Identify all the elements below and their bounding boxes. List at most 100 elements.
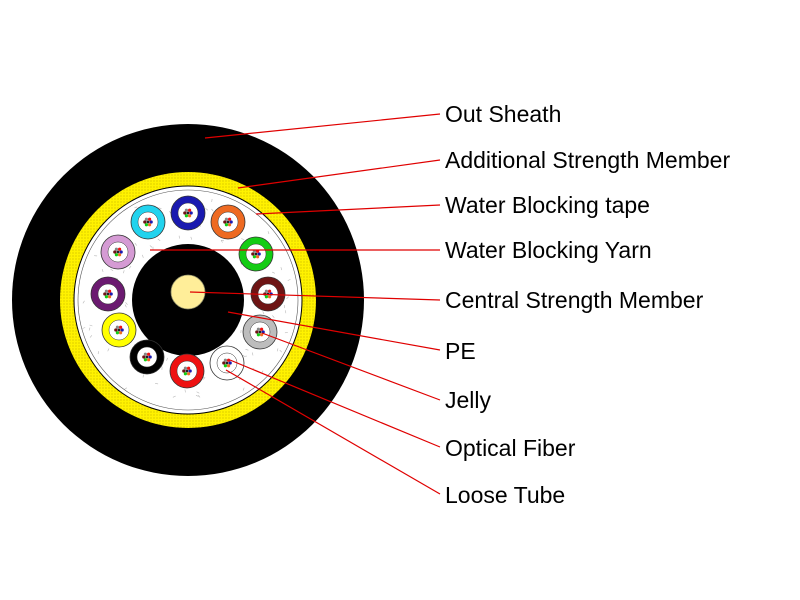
- optical-fiber: [144, 223, 148, 227]
- water-blocking-yarn-strand: [124, 387, 128, 390]
- optical-fiber: [225, 361, 229, 365]
- optical-fiber: [189, 211, 193, 215]
- optical-fiber: [228, 217, 232, 221]
- optical-fiber: [104, 295, 108, 299]
- water-blocking-yarn-strand: [128, 265, 132, 269]
- water-blocking-yarn-strand: [89, 335, 93, 338]
- water-blocking-yarn-strand: [134, 206, 138, 209]
- label-central-strength-member: Central Strength Member: [445, 287, 704, 313]
- leader-line-water-blocking-tape: [255, 204, 441, 215]
- water-blocking-yarn-strand: [110, 268, 114, 271]
- loose-tube-green: [238, 236, 274, 272]
- optical-fiber: [183, 211, 187, 215]
- water-blocking-yarn-strand: [115, 277, 119, 280]
- loose-tube-black: [129, 339, 165, 375]
- optical-fiber: [256, 333, 260, 337]
- optical-fiber: [223, 358, 227, 362]
- optical-fiber: [260, 333, 264, 337]
- water-blocking-yarn-strand: [195, 395, 199, 397]
- optical-fiber: [183, 372, 187, 376]
- water-blocking-yarn-strand: [245, 349, 249, 351]
- label-jelly: Jelly: [445, 387, 492, 413]
- optical-fiber: [254, 252, 258, 256]
- optical-fiber: [229, 220, 233, 224]
- optical-fiber: [145, 355, 149, 359]
- optical-fiber: [118, 247, 122, 251]
- optical-fiber: [227, 364, 231, 368]
- optical-fiber: [114, 247, 118, 251]
- loose-tube-rose: [100, 234, 136, 270]
- optical-fiber: [109, 292, 113, 296]
- water-blocking-yarn-strand: [251, 352, 254, 356]
- water-blocking-yarn-strand: [158, 207, 162, 209]
- optical-fiber: [146, 220, 150, 224]
- water-blocking-yarn-strand: [89, 324, 93, 327]
- water-blocking-yarn-strand: [286, 296, 289, 300]
- labels: Out Sheath Additional Strength Member Wa…: [445, 101, 730, 508]
- optical-fiber: [143, 352, 147, 356]
- water-blocking-yarn-strand: [134, 242, 137, 246]
- optical-fiber: [188, 208, 192, 212]
- optical-fiber: [186, 211, 190, 215]
- water-blocking-yarn-strand: [125, 302, 128, 305]
- loose-tube-orange: [210, 204, 246, 240]
- water-blocking-yarn-strand: [82, 300, 85, 304]
- optical-fiber: [228, 361, 232, 365]
- optical-fiber: [120, 328, 124, 332]
- optical-fiber: [268, 295, 272, 299]
- optical-fiber: [256, 255, 260, 259]
- water-blocking-yarn-strand: [205, 208, 209, 211]
- optical-fiber: [264, 295, 268, 299]
- label-water-blocking-tape: Water Blocking tape: [445, 192, 650, 218]
- optical-fiber: [226, 220, 230, 224]
- water-blocking-yarn-strand: [190, 236, 193, 240]
- water-blocking-yarn-strand: [82, 327, 86, 329]
- loose-tube-red: [169, 353, 205, 389]
- optical-fiber: [184, 208, 188, 212]
- optical-fiber: [104, 289, 108, 293]
- leader-line-out-sheath: [204, 113, 441, 139]
- water-blocking-yarn-strand: [107, 348, 110, 352]
- water-blocking-yarn-strand: [280, 267, 282, 271]
- optical-fiber: [183, 366, 187, 370]
- label-additional-strength-member: Additional Strength Member: [445, 147, 730, 173]
- optical-fiber: [144, 217, 148, 221]
- leader-line-additional-strength-member: [237, 159, 441, 189]
- leader-line-optical-fiber: [229, 359, 441, 448]
- optical-fiber: [117, 328, 121, 332]
- loose-tubes-group: [90, 195, 286, 389]
- water-blocking-yarn-strand: [279, 349, 283, 353]
- water-blocking-yarn-strand: [267, 231, 270, 235]
- optical-fiber: [116, 250, 120, 254]
- leader-line-central-strength-member: [189, 291, 441, 301]
- leader-line-pe: [227, 311, 441, 351]
- water-blocking-yarn-strand: [123, 270, 125, 274]
- water-blocking-yarn-strand: [287, 279, 291, 281]
- label-optical-fiber: Optical Fiber: [445, 435, 576, 461]
- optical-fiber: [118, 253, 122, 257]
- optical-fiber: [114, 253, 118, 257]
- optical-fiber: [184, 214, 188, 218]
- water-blocking-yarn-strand: [284, 310, 287, 314]
- water-blocking-yarn-strand: [198, 394, 201, 398]
- label-water-blocking-yarn: Water Blocking Yarn: [445, 237, 652, 263]
- loose-tube-white: [209, 345, 245, 381]
- water-blocking-yarn-strand: [142, 374, 144, 378]
- loose-tube-blue: [170, 195, 206, 231]
- optical-fiber: [103, 292, 107, 296]
- water-blocking-yarn-strand: [272, 315, 275, 318]
- water-blocking-yarn-strand: [196, 391, 200, 394]
- optical-fiber: [260, 327, 264, 331]
- water-blocking-yarn-strand: [203, 376, 206, 380]
- water-blocking-yarn-strand: [211, 208, 214, 212]
- loose-tube-yellow: [101, 312, 137, 348]
- optical-fiber: [256, 327, 260, 331]
- optical-fiber: [114, 328, 118, 332]
- optical-fiber: [148, 355, 152, 359]
- cable-cross-section: [12, 124, 364, 476]
- optical-fiber: [188, 214, 192, 218]
- water-blocking-yarn-strand: [166, 357, 168, 361]
- optical-fiber: [147, 352, 151, 356]
- optical-fiber: [251, 252, 255, 256]
- optical-fiber: [228, 223, 232, 227]
